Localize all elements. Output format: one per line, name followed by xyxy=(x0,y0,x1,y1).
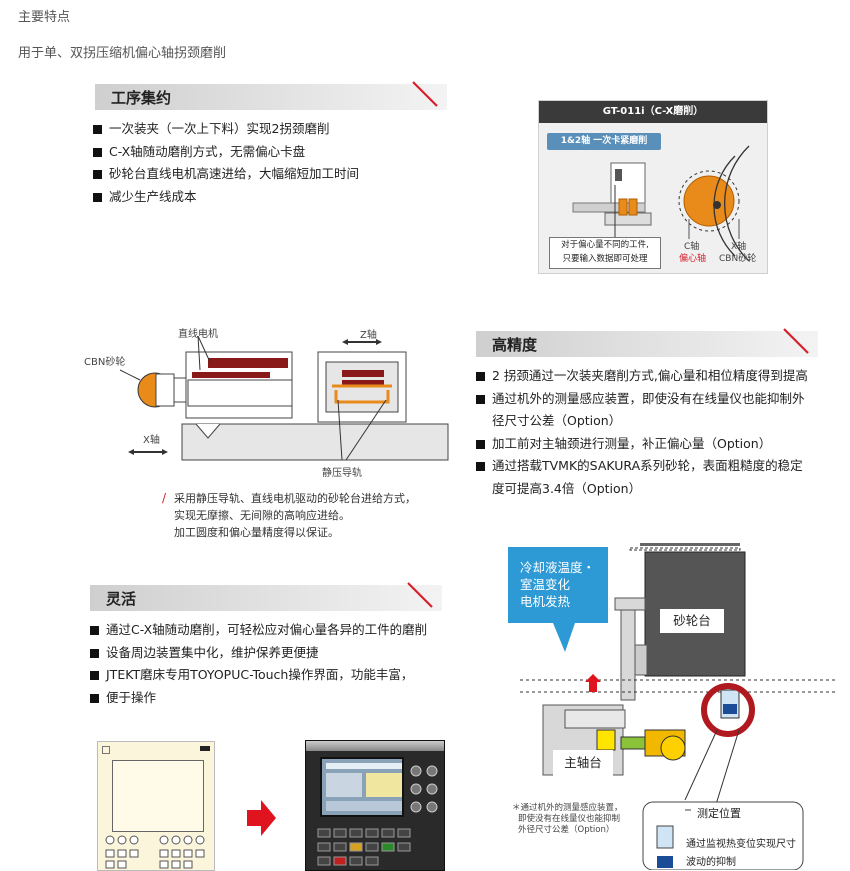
c-axis-label: C轴 xyxy=(684,242,700,252)
callout-line: 室温变化 xyxy=(520,577,571,592)
section-title: 灵活 xyxy=(106,590,137,608)
section-header-process: 工序集约 xyxy=(95,81,447,110)
right-arrow-icon xyxy=(247,800,276,836)
list-item: 通过C-X轴随动磨削，可轻松应对偏心量各异的工件的磨削 xyxy=(90,619,427,642)
eccentric-label: 偏心轴 xyxy=(679,254,707,264)
note-line: 即使没有在线量仪也能抑制 xyxy=(518,814,621,824)
list-item: 加工前对主轴颈进行测量，补正偏心量（Option） xyxy=(476,433,808,456)
panel-corner xyxy=(102,746,110,754)
note-line: 只要输入数据即可处理 xyxy=(562,254,648,264)
panel-keys xyxy=(105,835,205,869)
screen-block xyxy=(326,801,402,811)
callout-line: 电机发热 xyxy=(520,594,571,609)
flexible-feature-list: 通过C-X轴随动磨削，可轻松应对偏心量各异的工件的磨削 设备周边装置集中化，维护… xyxy=(90,619,427,709)
touch-screen xyxy=(320,757,404,817)
section-title: 高精度 xyxy=(492,336,538,354)
panel-screen xyxy=(112,760,204,832)
figure-title: GT-011i（C-X磨削） xyxy=(539,101,767,123)
list-item: C-X轴随动磨削方式，无需偏心卡盘 xyxy=(93,141,359,164)
hydro-guide-label: 静压导轨 xyxy=(322,468,362,479)
old-operation-panel xyxy=(97,741,215,871)
screen-block xyxy=(366,773,402,797)
figure-note: 对于偏心量不同的工件, 只要输入数据即可处理 xyxy=(549,237,661,269)
list-item: 砂轮台直线电机高速进给，大幅缩短加工时间 xyxy=(93,163,359,186)
guide-caption: / 采用静压导轨、直线电机驱动的砂轮台进给方式， 实现无摩擦、无间隙的高响应进给… xyxy=(162,490,416,541)
red-slash-mark: / xyxy=(162,491,167,505)
cbn-wheel-label: CBN砂轮 xyxy=(84,357,126,368)
process-feature-list: 一次装夹（一次上下料）实现2拐颈磨削 C-X轴随动磨削方式，无需偏心卡盘 砂轮台… xyxy=(93,118,359,208)
wheel-head-label: 砂轮台 xyxy=(660,609,724,633)
list-item: 通过机外的测量感应装置，即使没有在线量仪也能抑制外 xyxy=(476,388,808,411)
section-header-precision: 高精度 xyxy=(476,328,818,357)
cbn-wheel-label: CBN砂轮 xyxy=(719,254,757,264)
heat-source-callout: 冷却液温度・ 室温变化 电机发热 xyxy=(508,547,608,623)
figure-tag: 1&2轴 一次卡紧磨削 xyxy=(547,133,661,150)
z-axis-label: Z轴 xyxy=(360,330,377,341)
touch-operation-panel xyxy=(305,740,445,871)
work-head-label: 主轴台 xyxy=(553,750,613,776)
gt-cx-figure: GT-011i（C-X磨削） 1&2轴 一次卡紧磨削 对于偏心量不同的工件, 只… xyxy=(538,100,768,274)
section-title: 工序集约 xyxy=(111,89,172,107)
precision-feature-list: 2 拐颈通过一次装夹磨削方式,偏心量和相位精度得到提高 通过机外的测量感应装置，… xyxy=(476,365,808,500)
list-item: 通过搭载TVMK的SAKURA系列砂轮，表面粗糙度的稳定 xyxy=(476,455,808,478)
list-item: 便于操作 xyxy=(90,687,427,710)
screen-header xyxy=(326,763,402,769)
caption-line: 实现无摩擦、无间隙的高响应进给。 xyxy=(174,509,350,522)
suppression-text: 通过监视热变位实现尺寸 波动的抑制 xyxy=(686,836,796,871)
measurement-note: ＊通过机外的测量感应装置， 即使没有在线量仪也能抑制 外径尺寸公差（Option… xyxy=(512,803,623,836)
panel-top-trim xyxy=(306,741,444,751)
hardware-keys xyxy=(317,828,411,866)
screen-block xyxy=(326,773,362,797)
red-slash-icon xyxy=(412,81,438,107)
caption-line: 采用静压导轨、直线电机驱动的砂轮台进给方式， xyxy=(174,492,416,505)
suppress-line: 波动的抑制 xyxy=(686,857,736,868)
section-header-flexible: 灵活 xyxy=(90,582,442,611)
measure-position-label: 测定位置 xyxy=(697,807,741,820)
list-item: 度可提高3.4倍（Option） xyxy=(492,480,642,496)
note-line: ＊通过机外的测量感应装置， xyxy=(512,803,623,813)
list-item: 2 拐颈通过一次装夹磨削方式,偏心量和相位精度得到提高 xyxy=(476,365,808,388)
red-slash-icon xyxy=(407,582,433,608)
panel-indicator xyxy=(200,746,210,751)
intro-subtitle: 用于单、双拐压缩机偏心轴拐颈磨削 xyxy=(18,46,227,61)
note-line: 对于偏心量不同的工件, xyxy=(561,240,649,250)
callout-line: 冷却液温度・ xyxy=(520,560,596,575)
note-line: 外径尺寸公差（Option） xyxy=(518,825,615,835)
list-item: JTEKT磨床专用TOYOPUC-Touch操作界面，功能丰富， xyxy=(90,664,427,687)
linear-motor-label: 直线电机 xyxy=(178,329,218,340)
list-item: 一次装夹（一次上下料）实现2拐颈磨削 xyxy=(93,118,359,141)
cx-grinding-diagram xyxy=(572,145,750,262)
intro-heading: 主要特点 xyxy=(18,10,71,25)
side-knobs xyxy=(410,765,438,813)
suppress-line: 通过监视热变位实现尺寸 xyxy=(686,839,796,850)
caption-line: 加工圆度和偏心量精度得以保证。 xyxy=(174,526,339,539)
list-item: 减少生产线成本 xyxy=(93,186,359,209)
list-item: 径尺寸公差（Option） xyxy=(492,413,622,428)
red-slash-icon xyxy=(783,328,809,354)
list-item: 设备周边装置集中化，维护保养更便捷 xyxy=(90,642,427,665)
x-axis-label: X轴 xyxy=(731,242,747,252)
x-axis-label: X轴 xyxy=(143,435,160,446)
hydrostatic-guide-diagram xyxy=(119,335,449,461)
